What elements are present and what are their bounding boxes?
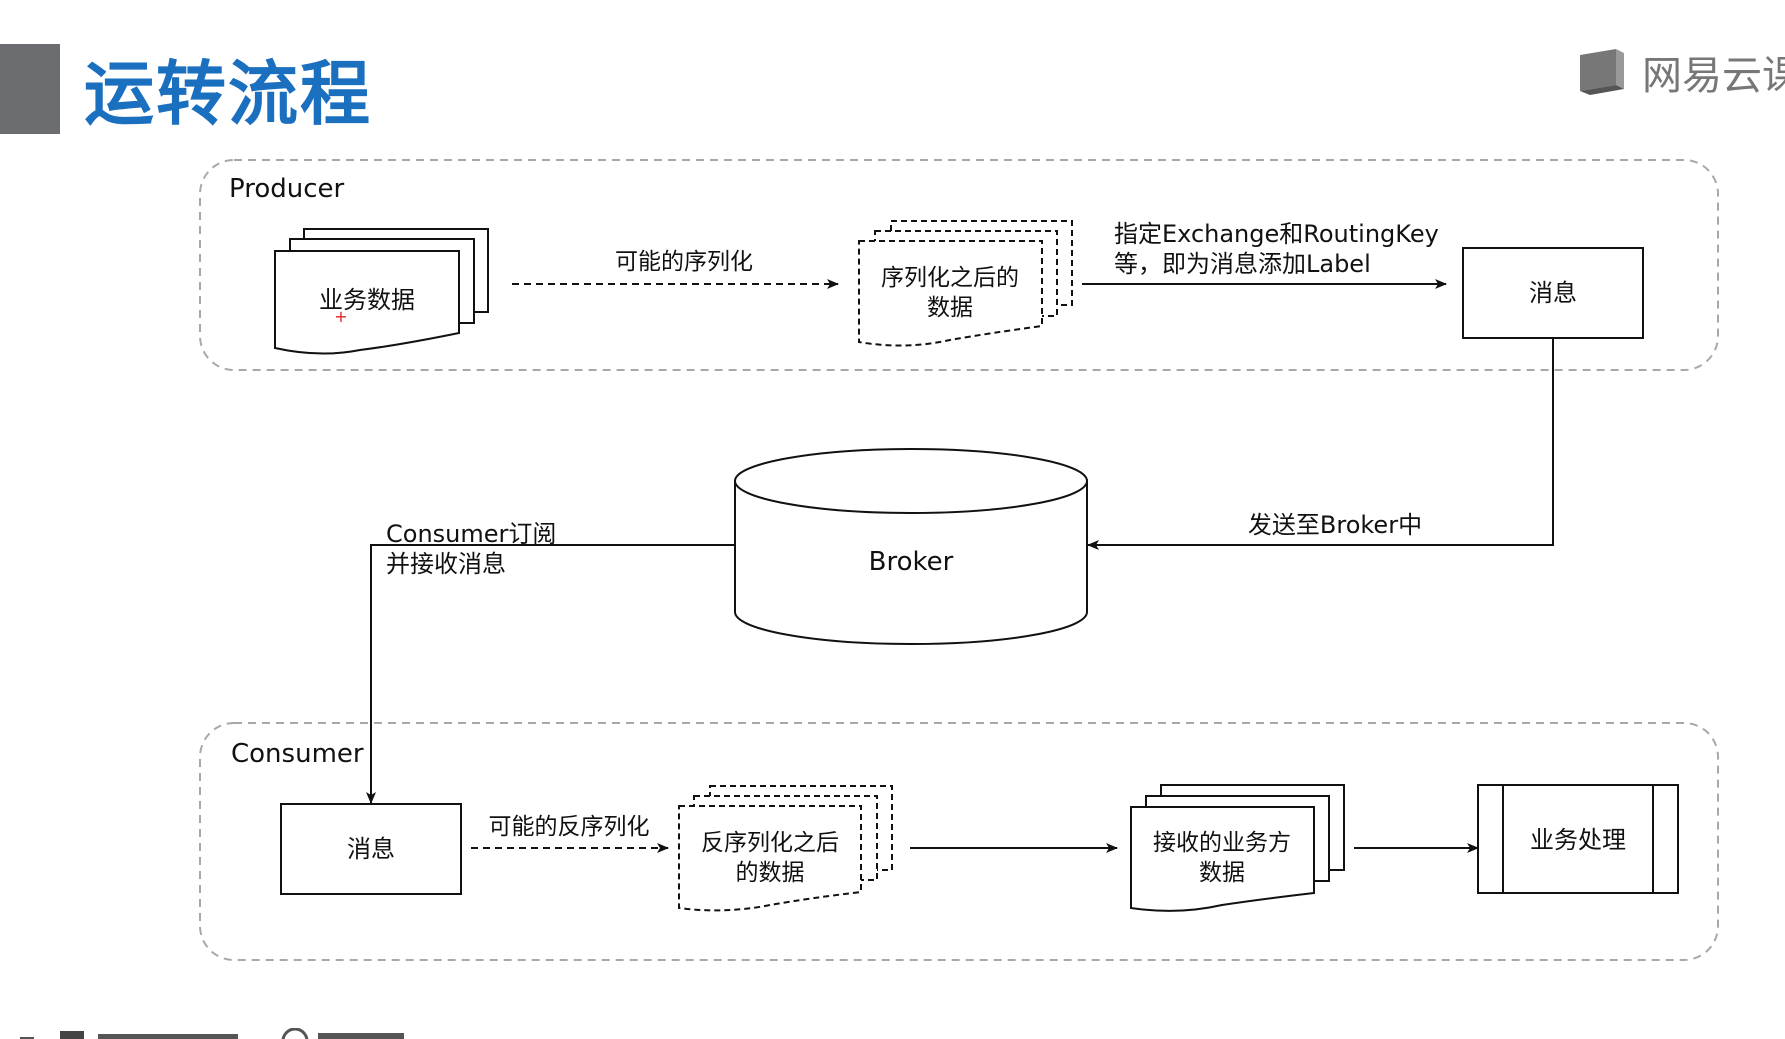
business-data-node	[274, 228, 489, 355]
brand-name: 网易云课	[1642, 53, 1785, 99]
business-data-label: 业务数据	[319, 286, 415, 314]
title-accent-bar	[0, 44, 60, 134]
consumer-group	[199, 722, 1719, 961]
deserialized-data-label-line2: 的数据	[736, 860, 805, 886]
consumer-message-node	[280, 803, 462, 895]
deserialized-data-node	[678, 785, 893, 912]
business-process-label: 业务处理	[1530, 826, 1626, 854]
consumer-message-label: 消息	[347, 835, 395, 863]
serialized-data-label-line1: 序列化之后的	[881, 265, 1019, 291]
consumer-group-label: Consumer	[231, 739, 364, 769]
edge-exchange-label-line1: 指定Exchange和RoutingKey	[1114, 220, 1439, 248]
received-data-label-line1: 接收的业务方	[1153, 830, 1291, 856]
deserialized-data-label-line1: 反序列化之后	[701, 830, 839, 856]
received-data-label-line2: 数据	[1199, 860, 1245, 886]
brand-logo: 网易云课	[1576, 44, 1785, 100]
footer-logo-icon	[20, 1027, 404, 1039]
edge-send-to-broker	[1087, 338, 1554, 550]
serialized-data-label-line2: 数据	[927, 295, 973, 321]
edge-subscribe-label-line1: Consumer订阅	[386, 520, 556, 548]
edge-subscribe-label-line2: 并接收消息	[386, 550, 506, 578]
edge-consumer-subscribe	[366, 544, 735, 804]
producer-group-label: Producer	[229, 174, 345, 204]
serialized-data-node	[858, 220, 1073, 347]
edge-serialize-label: 可能的序列化	[615, 249, 753, 275]
broker-label: Broker	[869, 547, 954, 577]
broker-node	[734, 448, 1088, 645]
edge-send-to-broker-label: 发送至Broker中	[1248, 511, 1422, 539]
page-title: 运转流程	[84, 53, 372, 135]
business-process-node	[1477, 784, 1679, 894]
cursor-crosshair-icon: +	[334, 307, 347, 326]
received-data-node	[1130, 784, 1345, 912]
producer-group	[199, 159, 1719, 371]
edge-deserialize-label: 可能的反序列化	[489, 814, 650, 840]
book-logo-icon	[1580, 49, 1624, 95]
footer-strip	[0, 1026, 1785, 1039]
producer-message-label: 消息	[1529, 279, 1577, 307]
edge-exchange-label-line2: 等，即为消息添加Label	[1114, 250, 1371, 278]
